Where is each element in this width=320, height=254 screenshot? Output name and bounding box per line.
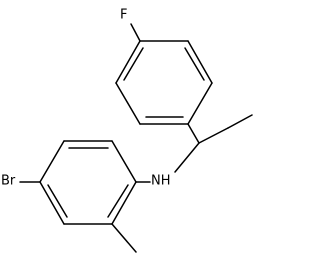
ring-a-double-1 [123,47,144,81]
ring-b-bond-6 [111,181,137,225]
bond-ring-ch [187,123,200,144]
ring-a-bond-4 [187,82,213,125]
ring-a-bond-5 [187,40,213,84]
ring-b-double-3 [107,184,129,218]
fluorine-atom-label: F [120,8,127,23]
ring-a-bond-2 [115,82,141,125]
ring-a-bond-1 [115,40,141,84]
fluorophenyl-ring [115,23,213,125]
ring-b-bond-3 [39,140,65,183]
molecule-diagram: F NH Br [1,8,253,253]
ring-a-double-3 [184,47,205,81]
bond-f-c1 [130,23,141,42]
ring-b-bond-4 [39,181,65,225]
bond-c-methyl [111,223,137,253]
bond-ch-n [174,142,200,173]
ring-b-bond-1 [111,140,137,183]
bond-ch2-ch3 [227,114,253,129]
bromine-atom-label: Br [1,174,16,189]
amine-atom-label: NH [151,174,171,189]
ring-b-double-2 [47,184,68,218]
bromomethylphenyl-ring [19,140,151,253]
propyl-chain [174,114,253,173]
bond-ch-ch2 [198,127,229,144]
